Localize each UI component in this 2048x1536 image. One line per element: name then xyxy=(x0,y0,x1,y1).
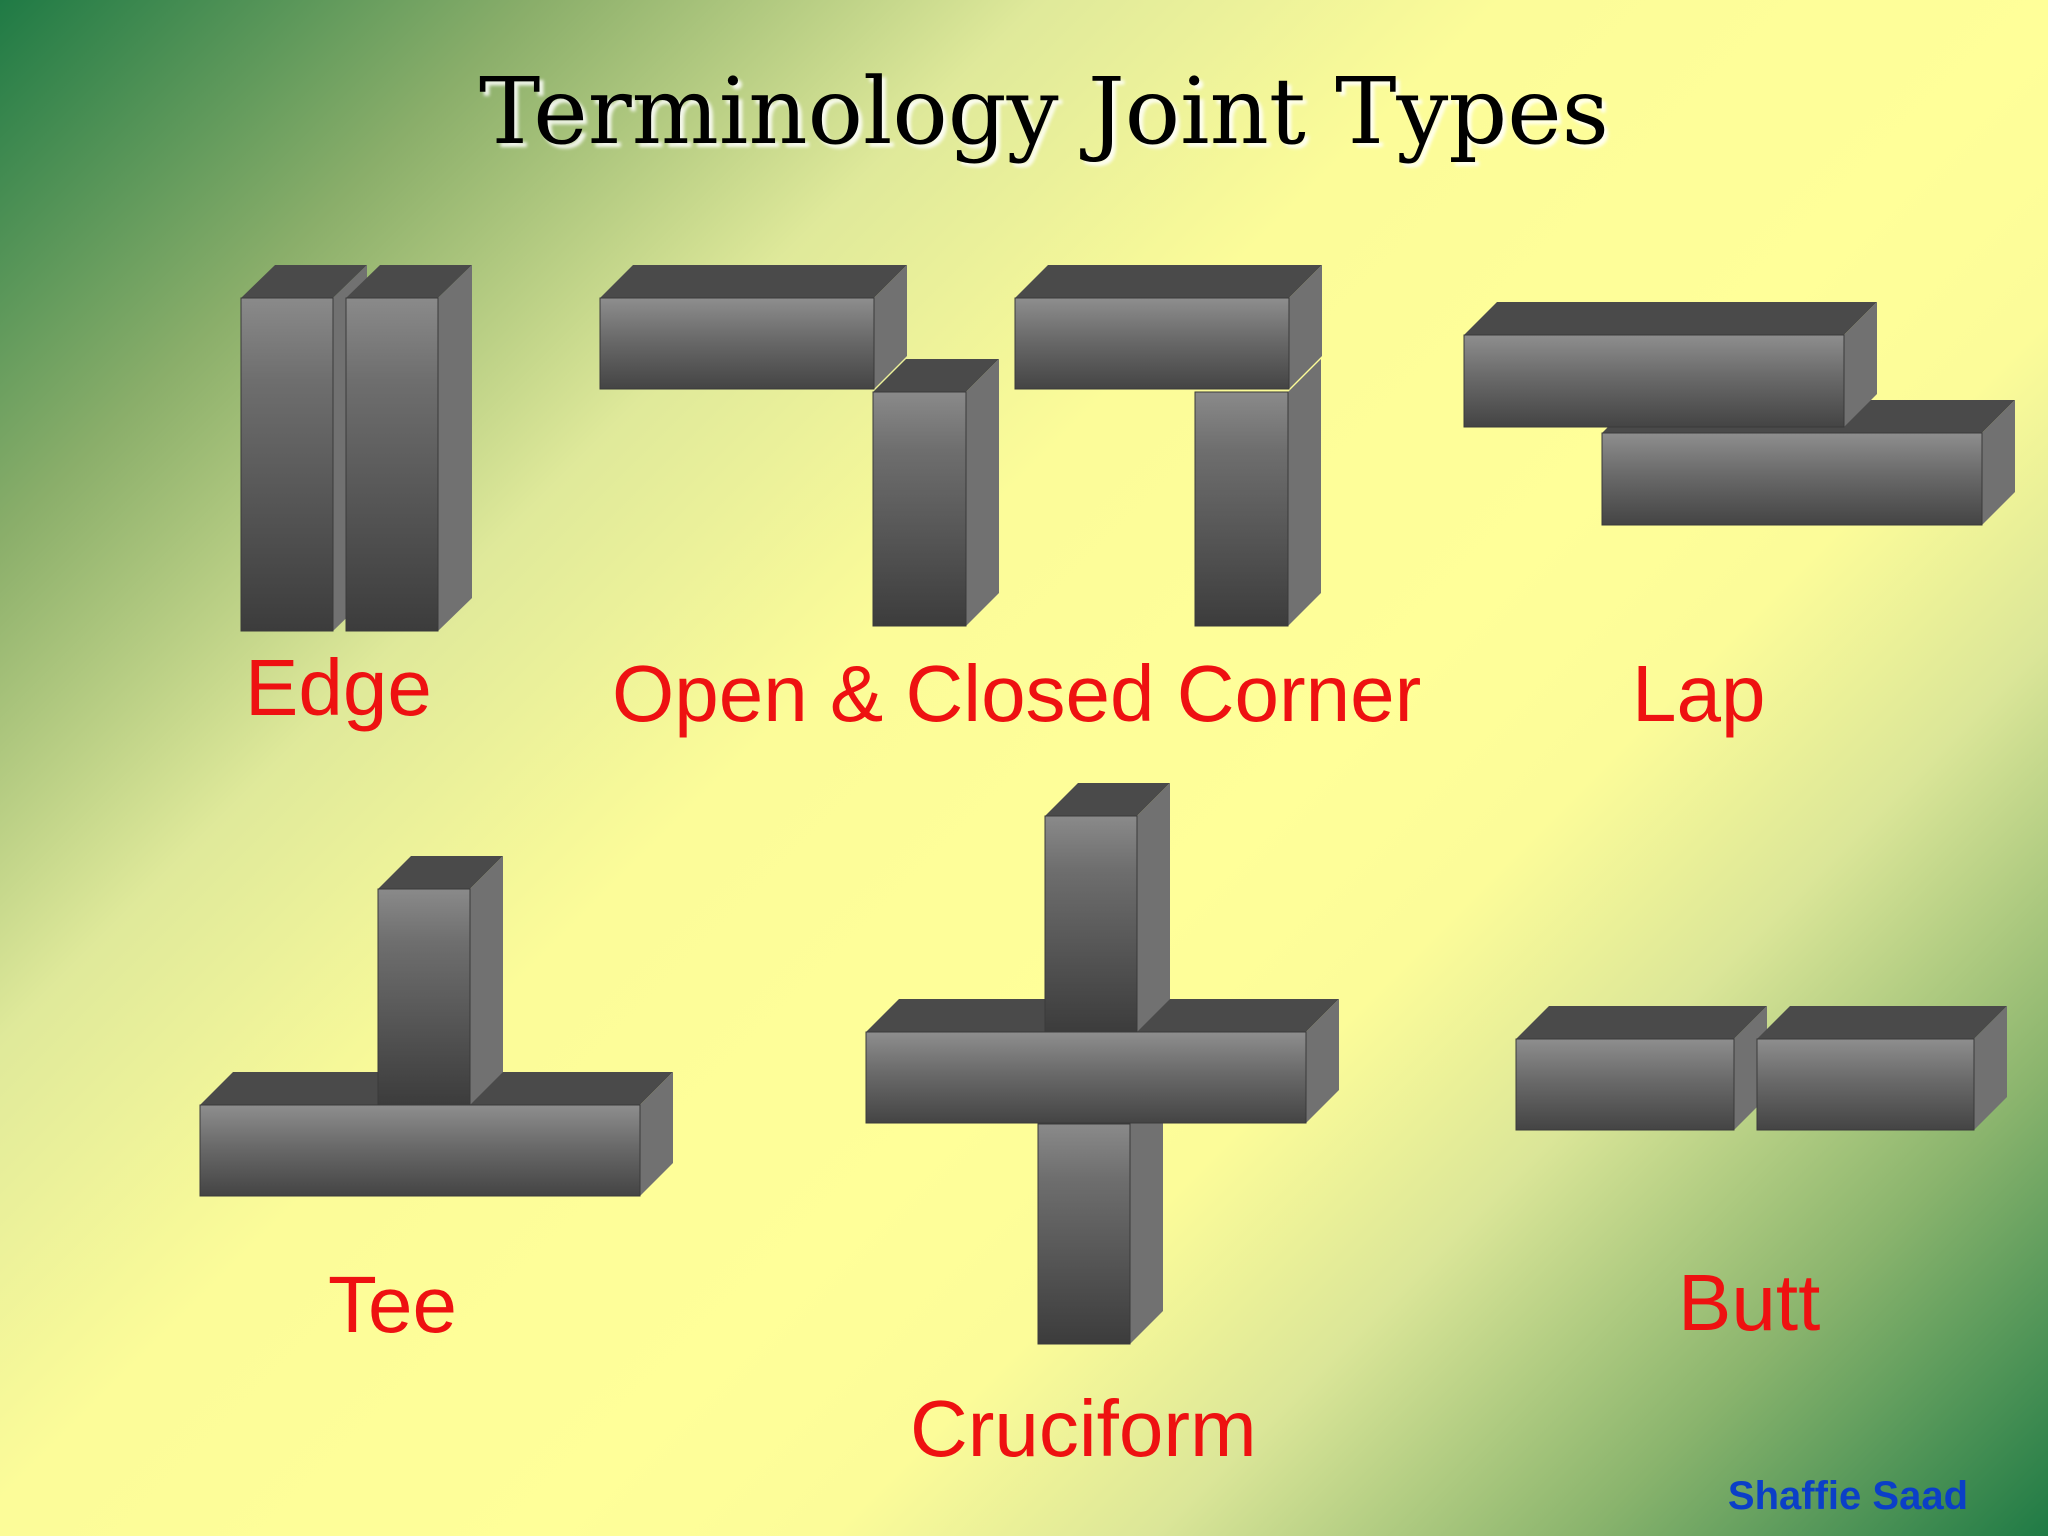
lap-joint-diagram xyxy=(1463,302,2015,526)
butt-joint-diagram xyxy=(1515,1006,2007,1131)
open-corner-vertical-plate xyxy=(872,359,999,627)
closed-corner-joint-diagram xyxy=(1014,265,1322,627)
tee-base-plate xyxy=(199,1072,673,1197)
cruciform-upper-plate xyxy=(1044,783,1170,1033)
tee-stem-plate xyxy=(377,856,503,1106)
cruciform-lower-plate xyxy=(1037,1091,1163,1345)
closed-corner-horizontal-plate xyxy=(1014,265,1322,390)
open-corner-joint-diagram xyxy=(599,265,999,627)
tee-label: Tee xyxy=(328,1260,457,1349)
butt-plate-right xyxy=(1756,1006,2007,1131)
edge-label: Edge xyxy=(245,643,432,732)
edge-plate-right xyxy=(345,265,472,632)
edge-joint-diagram xyxy=(240,265,472,632)
butt-label: Butt xyxy=(1678,1258,1821,1347)
lap-label: Lap xyxy=(1632,649,1766,738)
open-corner-horizontal-plate xyxy=(599,265,907,390)
corner-label: Open & Closed Corner xyxy=(612,649,1422,738)
cruciform-label: Cruciform xyxy=(910,1384,1257,1473)
cruciform-joint-diagram xyxy=(865,783,1339,1345)
butt-plate-left xyxy=(1515,1006,1767,1131)
lap-plate-upper xyxy=(1463,302,1877,428)
tee-joint-diagram xyxy=(199,856,673,1197)
slide-title: Terminology Joint Types xyxy=(479,58,1609,165)
closed-corner-vertical-plate xyxy=(1194,359,1321,627)
author-credit: Shaffie Saad xyxy=(1727,1474,1968,1518)
